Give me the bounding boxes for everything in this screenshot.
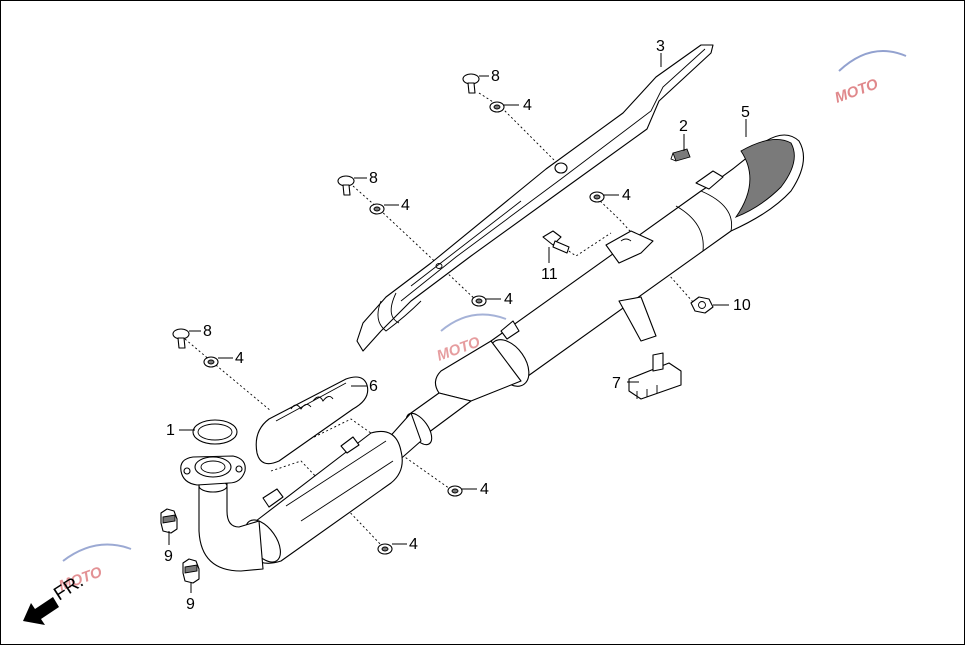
callout-8a: 8 xyxy=(491,68,500,85)
watermark-text: MOTO xyxy=(833,75,881,106)
callout-9a: 9 xyxy=(164,548,173,565)
bolt-11 xyxy=(542,230,570,254)
callout-4c: 4 xyxy=(622,187,631,204)
callout-labels: 1 2 3 4 4 4 4 4 4 4 5 6 7 8 8 8 9 9 10 1… xyxy=(164,38,751,613)
gasket-ring xyxy=(192,419,238,445)
callout-4d: 4 xyxy=(504,291,513,308)
washer-4e xyxy=(203,356,219,368)
callout-4b: 4 xyxy=(401,197,410,214)
assembly-lines xyxy=(184,92,702,548)
callout-8b: 8 xyxy=(369,170,378,187)
callout-8c: 8 xyxy=(203,323,212,340)
arrow-down-left-icon xyxy=(23,597,59,625)
callout-10: 10 xyxy=(733,297,751,314)
nut-9b xyxy=(182,558,200,584)
clip xyxy=(670,148,691,162)
callout-11: 11 xyxy=(541,266,558,283)
muffler-main xyxy=(434,134,805,402)
washer-4b xyxy=(369,203,385,215)
header-pipe xyxy=(180,455,264,572)
callout-4g: 4 xyxy=(409,536,418,553)
bolt-8c xyxy=(172,328,190,349)
heat-shield-long xyxy=(356,44,714,352)
bolt-8b xyxy=(337,175,355,196)
nut-9a xyxy=(160,508,178,534)
washer-4c xyxy=(589,191,605,203)
callout-7: 7 xyxy=(612,375,621,392)
damper-bracket xyxy=(628,352,682,400)
washer-4a xyxy=(489,101,505,113)
heat-shield-small xyxy=(255,376,369,465)
callout-9b: 9 xyxy=(186,596,195,613)
washer-4f xyxy=(447,485,463,497)
callout-5: 5 xyxy=(741,104,750,121)
callout-1: 1 xyxy=(166,422,175,439)
callout-3: 3 xyxy=(656,38,665,55)
callout-4a: 4 xyxy=(523,97,532,114)
leader-lines xyxy=(168,53,747,593)
washer-4d xyxy=(471,295,487,307)
callout-4f: 4 xyxy=(480,481,489,498)
bolt-8a xyxy=(462,73,480,94)
callout-4e: 4 xyxy=(235,350,244,367)
watermark-top-right: MOTO xyxy=(833,50,907,107)
nut-10 xyxy=(690,296,714,314)
callout-6: 6 xyxy=(369,378,378,395)
washer-4g xyxy=(377,543,393,555)
callout-2: 2 xyxy=(679,118,688,135)
front-direction-indicator: FR. xyxy=(23,571,87,625)
